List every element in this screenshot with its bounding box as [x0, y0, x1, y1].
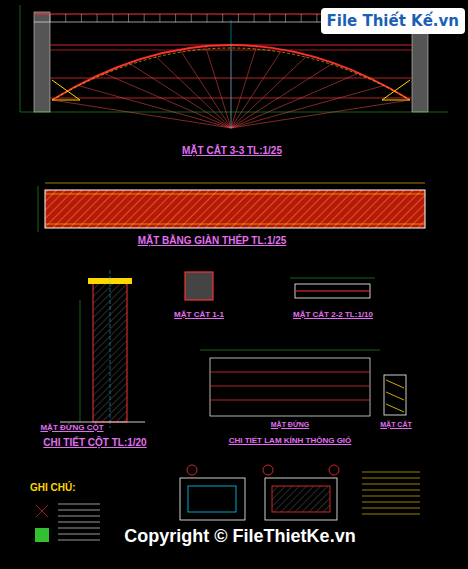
note-line: [58, 534, 100, 535]
note-line: [58, 540, 100, 541]
radial-member: [231, 85, 384, 128]
column-elevation: [60, 270, 145, 428]
truss-tick: [207, 14, 208, 22]
radial-member: [231, 63, 333, 128]
view-title: MẶT CẮT: [380, 421, 412, 428]
view-title: MẶT CẮT 2-2 TL:1/10: [293, 310, 373, 319]
truss-tick: [285, 14, 286, 22]
view-title: CHI TIẾT CỘT TL:1/20: [43, 437, 146, 448]
radial-member: [78, 85, 231, 128]
truss-tick: [316, 14, 317, 22]
logo-text: File Thiết Kế.vn: [327, 12, 460, 30]
truss-tick: [112, 14, 113, 22]
truss-tick: [238, 14, 239, 22]
legend-note-line: [362, 472, 420, 473]
radial-member: [231, 100, 410, 128]
truss-plan: [38, 183, 425, 232]
view-title: MẶT CẮT 1-1: [174, 310, 224, 319]
truss-tick: [97, 14, 98, 22]
truss-tick: [254, 14, 255, 22]
radial-member: [231, 73, 359, 128]
radial-member: [180, 49, 231, 128]
radial-member: [129, 63, 231, 128]
base-details: [180, 465, 339, 520]
truss-tick: [144, 14, 145, 22]
radial-member: [231, 55, 308, 128]
radial-member: [52, 100, 231, 128]
view-title: MẶT ĐỨNG: [271, 421, 309, 428]
louver-section: [384, 375, 406, 415]
louver-elevation: [200, 350, 380, 416]
truss-tick: [159, 14, 160, 22]
note-line: [58, 528, 100, 529]
truss-tick: [128, 14, 129, 22]
view-title: MẶT ĐỨNG CỘT: [40, 423, 103, 432]
legend-note-line: [362, 496, 420, 497]
view-title: MẶT CẮT 3-3 TL:1/25: [182, 145, 282, 156]
legend-note-line: [362, 514, 420, 515]
radial-member: [205, 46, 231, 128]
legend-note-line: [362, 478, 420, 479]
note-line: [58, 504, 100, 505]
radial-member: [231, 49, 282, 128]
note-line: [58, 522, 100, 523]
watermark: Copyright © FileThietKe.vn: [124, 526, 355, 547]
legend-note-line: [362, 508, 420, 509]
logo-box: File Thiết Kế.vn: [321, 8, 466, 34]
truss-tick: [191, 14, 192, 22]
view-title: MẶT BẰNG GIÀN THÉP TL:1/25: [138, 235, 287, 246]
legend-note-line: [362, 490, 420, 491]
note-line: [58, 510, 100, 511]
truss-tick: [269, 14, 270, 22]
truss-tick: [65, 14, 66, 22]
section-1-1: [185, 272, 213, 300]
section-2-2: [290, 278, 375, 298]
truss-tick: [301, 14, 302, 22]
truss-tick: [175, 14, 176, 22]
legend-note-line: [362, 484, 420, 485]
truss-tick: [81, 14, 82, 22]
radial-member: [103, 73, 231, 128]
truss-tick: [50, 14, 51, 22]
view-title: CHI TIẾT LAM KÍNH THÔNG GIÓ: [229, 436, 352, 445]
legend-note-line: [362, 502, 420, 503]
truss-tick: [222, 14, 223, 22]
note-line: [58, 516, 100, 517]
notes-heading: GHI CHÚ:: [30, 482, 76, 493]
